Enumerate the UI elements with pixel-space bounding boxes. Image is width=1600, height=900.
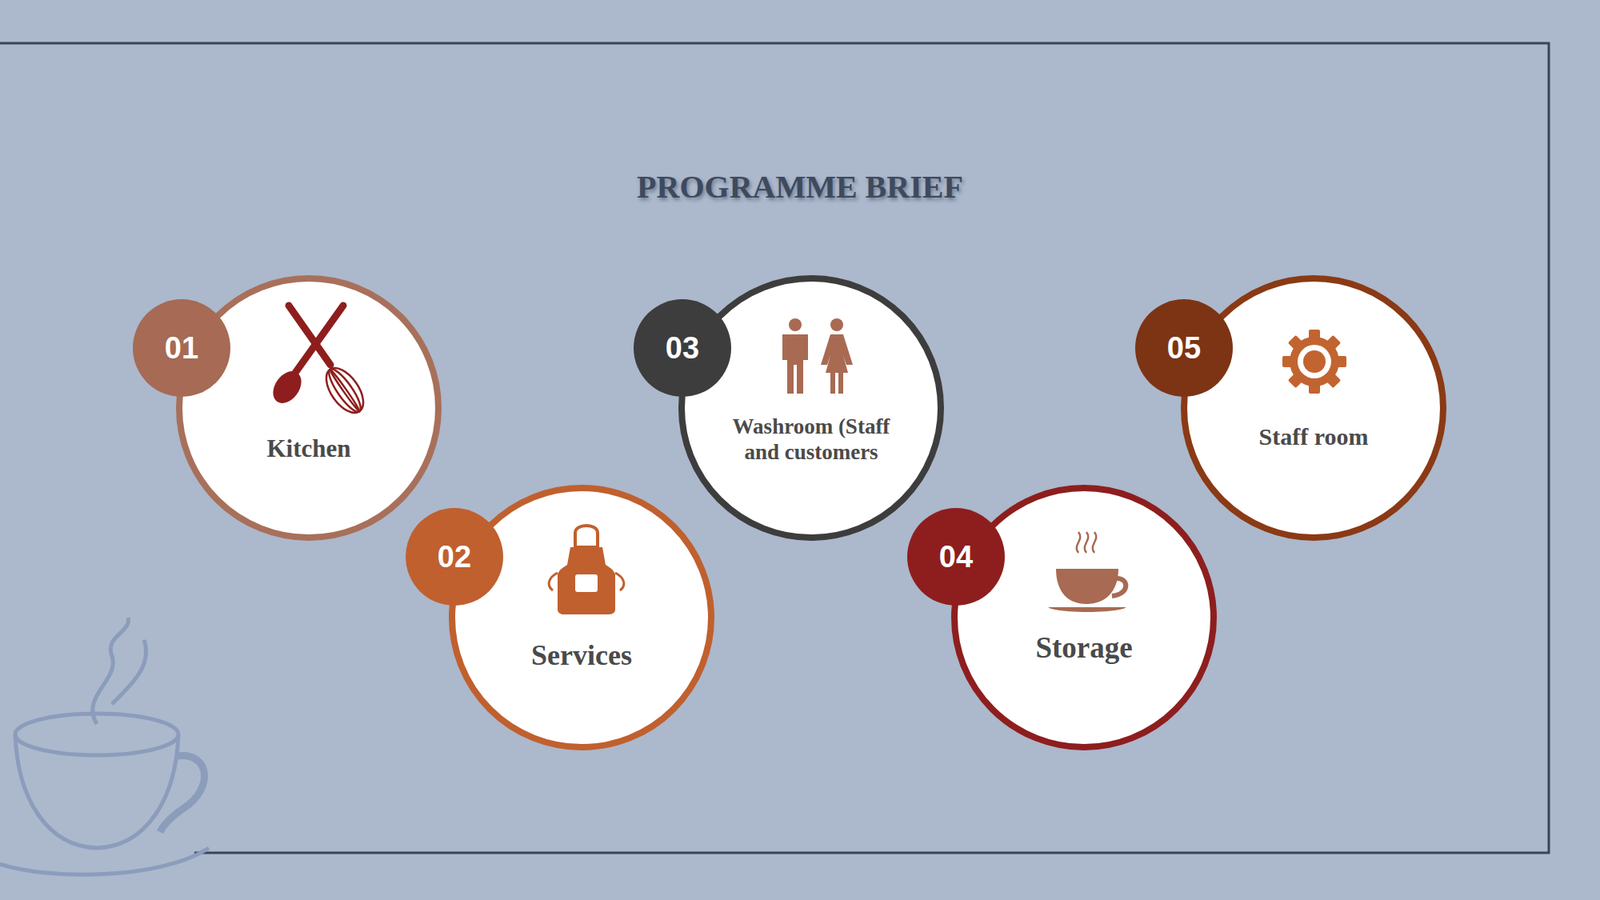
- node-label: Staff room: [1209, 422, 1418, 452]
- callout-number: 01: [164, 331, 199, 366]
- circle-ring: [1184, 278, 1444, 538]
- number-badge: 02: [405, 508, 504, 606]
- node-label: Washroom (Staff and customers: [720, 413, 903, 466]
- callout-number: 05: [1167, 331, 1201, 366]
- callout-number: 03: [665, 331, 700, 366]
- callout-number: 02: [437, 540, 472, 575]
- node-label: Kitchen: [204, 433, 413, 464]
- callout-number: 04: [939, 540, 973, 575]
- cup-watermark: [0, 617, 209, 875]
- diagram-title: PROGRAMME BRIEF: [0, 168, 1600, 206]
- number-badge: 03: [633, 299, 732, 397]
- number-badge: 04: [907, 508, 1005, 606]
- node-label: Services: [477, 638, 686, 673]
- number-badge: 05: [1135, 299, 1233, 397]
- number-badge: 01: [132, 299, 231, 397]
- node-label: Storage: [980, 630, 1188, 666]
- frame-border: [0, 43, 1549, 853]
